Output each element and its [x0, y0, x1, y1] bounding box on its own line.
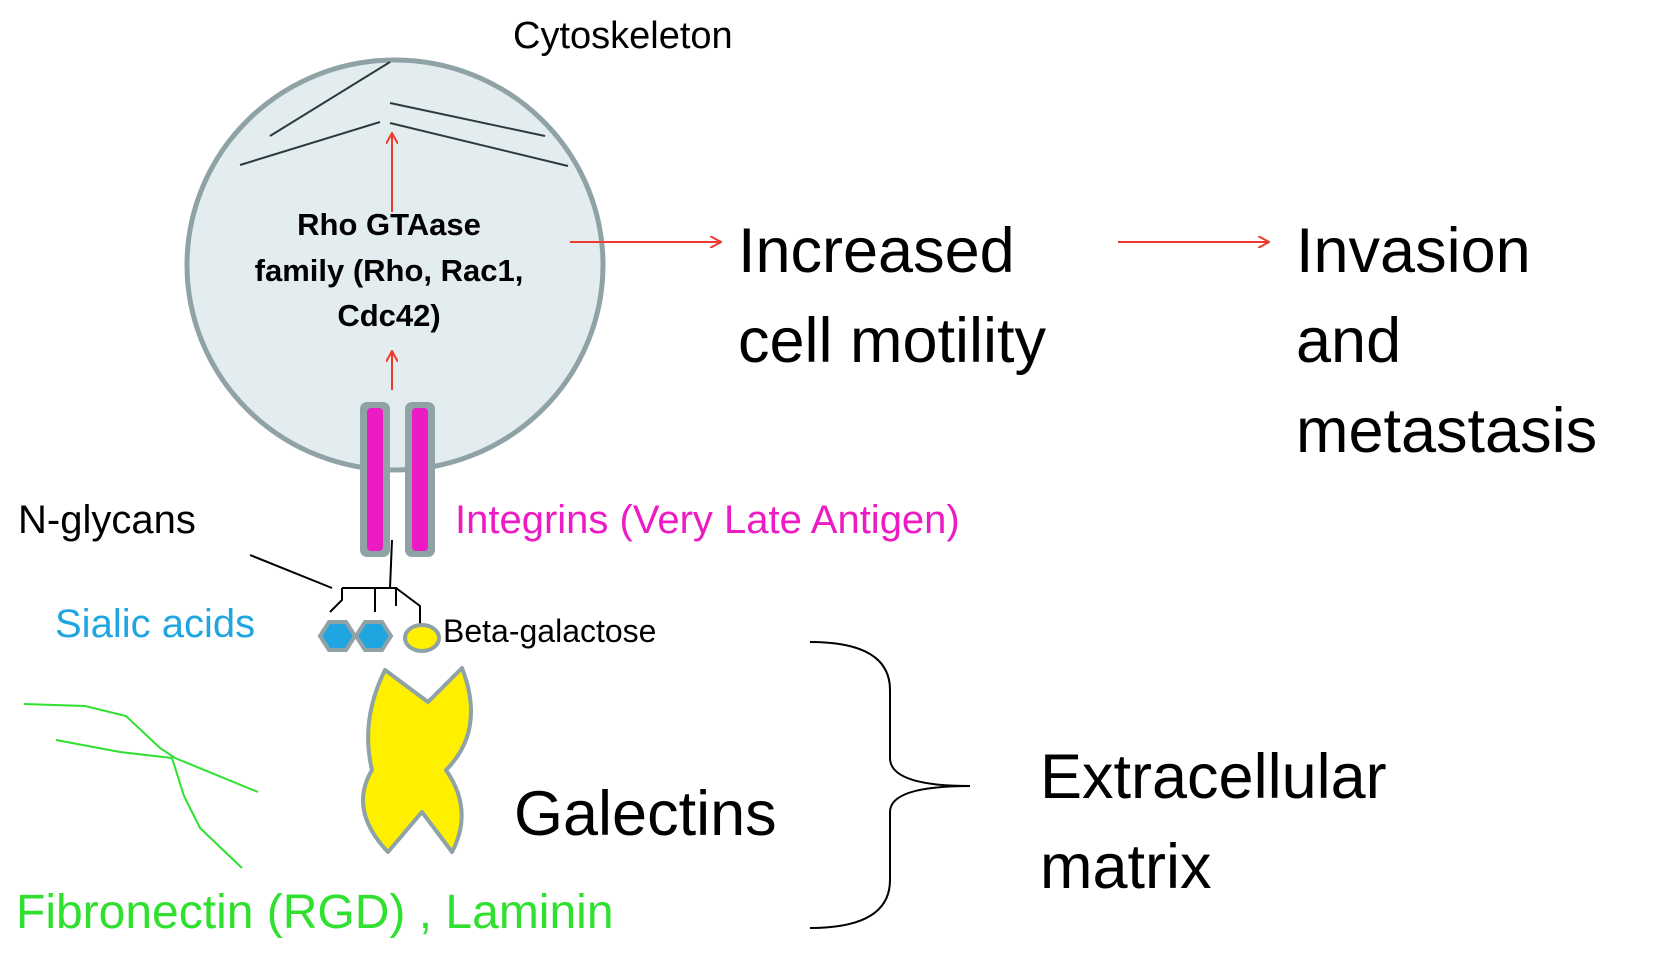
label-invasion-line1: Invasion: [1296, 216, 1531, 286]
cell-body: [184, 57, 606, 473]
fibronectin-fibers: [23, 703, 259, 869]
label-invasion-line3: metastasis: [1296, 396, 1597, 466]
label-motility-line2: cell motility: [738, 306, 1047, 376]
label-ecm-line2: matrix: [1040, 832, 1212, 902]
sialic-acid-hexagon-2: [353, 620, 394, 652]
label-ecm-line1: Extracellular: [1040, 742, 1387, 812]
galectin-shape: [361, 666, 473, 854]
label-integrins: Integrins (Very Late Antigen): [455, 498, 960, 542]
ecm-brace: [809, 641, 971, 929]
label-rho-line3: Cdc42): [337, 298, 440, 333]
sialic-acid-hexagon-1: [317, 620, 358, 652]
label-n-glycans: N-glycans: [18, 498, 196, 542]
n-glycan-connectors: [249, 539, 421, 625]
label-sialic-acids: Sialic acids: [55, 602, 255, 646]
label-rho-line1: Rho GTAase: [297, 207, 481, 242]
beta-galactose-oval: [403, 623, 441, 653]
label-invasion-line2: and: [1296, 306, 1401, 376]
label-motility-line1: Increased: [738, 216, 1015, 286]
integrin-receptor: [360, 402, 435, 557]
label-rho-line2: family (Rho, Rac1,: [255, 253, 524, 288]
label-fibronectin: Fibronectin (RGD) , Laminin: [16, 886, 614, 939]
label-cytoskeleton: Cytoskeleton: [513, 15, 733, 57]
label-galectins: Galectins: [514, 779, 777, 849]
cytoskeleton-filaments: [239, 61, 569, 167]
label-beta-galactose: Beta-galactose: [443, 613, 656, 649]
